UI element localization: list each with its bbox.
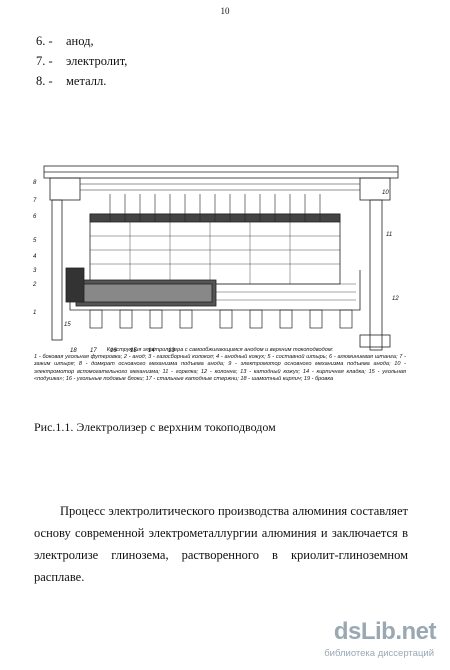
- callout-label: 15: [130, 348, 137, 354]
- callout-label: 17: [90, 348, 97, 354]
- electrolyzer-diagram: 8 7 6 5 4 3 2 1 10 11 12 15 18 17 16 15 …: [32, 165, 399, 354]
- body-paragraph: Процесс электролитического производства …: [34, 504, 408, 584]
- callout-label: 16: [110, 348, 117, 354]
- list-item: 6. - анод,: [36, 34, 94, 49]
- watermark-logo: dsLib.net: [333, 618, 437, 645]
- figure-caption: Конструкция электролизера с самообжигающ…: [34, 347, 406, 383]
- list-number: 7. -: [36, 54, 53, 68]
- page-number: 10: [220, 6, 230, 16]
- callout-label: 15: [64, 322, 71, 328]
- callout-label: 12: [392, 296, 399, 302]
- figure-label: Рис.1.1. Электролизер с верхним токоподв…: [34, 420, 276, 434]
- callout-label: 10: [382, 190, 389, 196]
- callout-label: 8: [33, 180, 37, 186]
- list-text: металл.: [66, 74, 107, 88]
- callout-label: 7: [33, 198, 37, 204]
- caption-legend: 1 - боковая угольная футеровка; 2 - анод…: [34, 354, 406, 382]
- caption-title: Конструкция электролизера с самообжигающ…: [106, 347, 334, 353]
- callout-label: 14: [148, 348, 155, 354]
- list-item: 7. - электролит,: [36, 54, 127, 69]
- callout-label: 2: [32, 282, 37, 288]
- callout-label: 13: [168, 348, 175, 354]
- watermark: dsLib.net библиотека диссертаций: [276, 618, 436, 660]
- callout-label: 6: [33, 214, 37, 220]
- list-text: электролит,: [66, 54, 128, 68]
- list-number: 6. -: [36, 34, 53, 48]
- callout-label: 3: [33, 268, 37, 274]
- callout-label: 1: [33, 310, 36, 316]
- list-text: анод,: [66, 34, 94, 48]
- callout-label: 18: [70, 348, 77, 354]
- list-number: 8. -: [36, 74, 53, 88]
- watermark-subtitle: библиотека диссертаций: [324, 648, 434, 659]
- callout-label: 11: [386, 232, 392, 238]
- list-item: 8. - металл.: [36, 74, 106, 89]
- callout-label: 4: [33, 254, 37, 260]
- callout-label: 5: [33, 238, 37, 244]
